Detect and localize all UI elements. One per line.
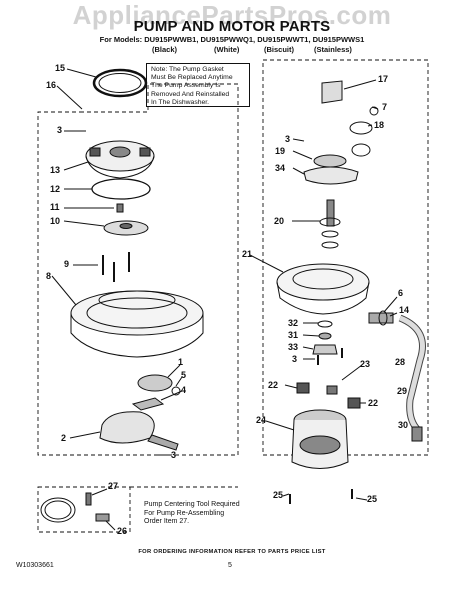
tool-note: Pump Centering Tool Required For Pump Re… xyxy=(144,501,240,527)
part-33 xyxy=(312,344,338,355)
callout-16: 16 xyxy=(46,80,57,90)
callout-8: 8 xyxy=(46,271,52,281)
callout-3b: 3 xyxy=(171,450,177,460)
callout-14: 14 xyxy=(399,305,410,315)
callout-25a: 25 xyxy=(273,490,284,500)
hose-end-30 xyxy=(411,426,423,442)
callout-7: 7 xyxy=(382,102,388,112)
callout-10: 10 xyxy=(50,216,61,226)
color-black: (Black) xyxy=(152,45,178,54)
callout-24: 24 xyxy=(256,415,267,425)
seal-19 xyxy=(313,154,347,168)
callout-22b: 22 xyxy=(368,398,379,408)
callout-21: 21 xyxy=(242,249,253,259)
callout-2: 2 xyxy=(61,433,67,443)
part-32 xyxy=(317,320,333,328)
callout-31: 31 xyxy=(288,330,299,340)
callout-18: 18 xyxy=(374,120,385,130)
color-biscuit: (Biscuit) xyxy=(264,45,294,54)
tool-note-line: Order Item 27. xyxy=(144,518,190,525)
callout-1: 1 xyxy=(178,357,184,367)
callout-22a: 22 xyxy=(268,380,279,390)
check-ball xyxy=(171,386,181,396)
callout-15: 15 xyxy=(55,63,66,73)
pump-gasket xyxy=(92,68,148,98)
callout-3d: 3 xyxy=(292,354,298,364)
callout-30: 30 xyxy=(398,420,409,430)
connector-6 xyxy=(368,312,394,324)
note-line: The Pump Assembly Is xyxy=(151,82,221,90)
callout-29: 29 xyxy=(397,386,408,396)
page-title: PUMP AND MOTOR PARTS xyxy=(133,18,331,35)
ordering-footer: FOR ORDERING INFORMATION REFER TO PARTS … xyxy=(138,549,326,555)
callout-19: 19 xyxy=(275,146,286,156)
color-white: (White) xyxy=(214,45,240,54)
bracket-4 xyxy=(131,397,165,411)
callout-5: 5 xyxy=(181,370,187,380)
part-7 xyxy=(369,106,379,116)
seal-ring xyxy=(91,178,151,200)
tool-note-line: For Pump Re-Assembling xyxy=(144,509,225,517)
callout-25b: 25 xyxy=(367,494,378,504)
tool-group-boundary xyxy=(37,486,131,533)
callout-20: 20 xyxy=(274,216,285,226)
part-31 xyxy=(318,332,332,340)
callout-32: 32 xyxy=(288,318,299,328)
callout-27: 27 xyxy=(108,481,119,491)
callout-11: 11 xyxy=(50,202,60,212)
motor-mount xyxy=(296,382,310,394)
tool-part-26 xyxy=(95,513,110,522)
filter-screen xyxy=(137,374,173,392)
note-line: Must Be Replaced Anytime xyxy=(151,74,233,82)
left-group-boundary xyxy=(37,83,239,456)
callout-26: 26 xyxy=(117,526,128,536)
callout-33: 33 xyxy=(288,342,299,352)
callout-6: 6 xyxy=(398,288,404,298)
callout-12: 12 xyxy=(50,184,61,194)
callout-3: 3 xyxy=(57,125,63,135)
document-number: W10303661 xyxy=(16,562,54,569)
callout-17: 17 xyxy=(378,74,389,84)
color-stainless: (Stainless) xyxy=(314,45,352,54)
callout-34: 34 xyxy=(275,163,286,173)
tool-note-line: Pump Centering Tool Required xyxy=(144,501,240,508)
clip-17 xyxy=(321,80,343,104)
callout-23: 23 xyxy=(360,359,371,369)
note-line: Removed And Reinstalled xyxy=(151,90,230,98)
plate-34 xyxy=(303,166,359,185)
page-number: 5 xyxy=(228,562,232,569)
watermark: AppliancePartsPros.com xyxy=(72,0,392,30)
callout-13: 13 xyxy=(50,165,61,175)
note-line: In The Dishwasher. xyxy=(151,98,210,106)
screw-11 xyxy=(116,203,124,213)
pump-cover xyxy=(99,411,155,444)
note-line: Note: The Pump Gasket xyxy=(151,66,224,73)
callout-9: 9 xyxy=(64,259,70,269)
callout-3c: 3 xyxy=(285,134,291,144)
part-18 xyxy=(349,121,373,135)
right-group-boundary xyxy=(262,59,429,456)
callout-28: 28 xyxy=(395,357,406,367)
models-line: For Models: DU915PWWB1, DU915PWWQ1, DU91… xyxy=(99,35,365,44)
callout-4: 4 xyxy=(181,385,187,395)
centering-tool xyxy=(40,497,76,523)
shaft-20 xyxy=(326,199,335,227)
